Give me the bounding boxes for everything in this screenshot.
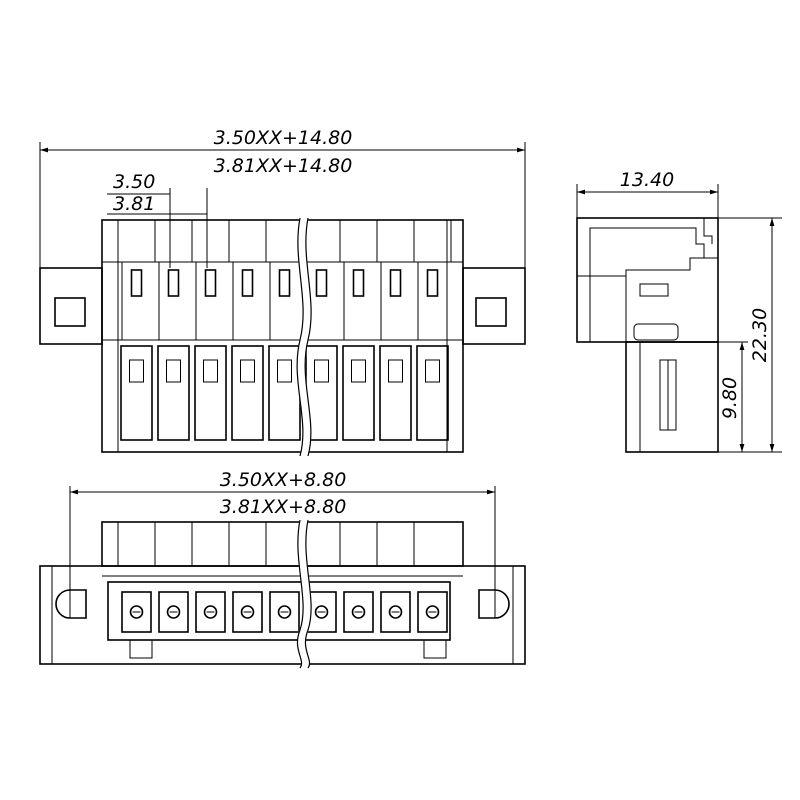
- front-total-label-350: 3.50XX+14.80: [214, 127, 353, 149]
- front-pole-window: [167, 269, 180, 297]
- front-wire-entry: [157, 345, 190, 441]
- front-view: [39, 219, 526, 453]
- front-pole-window: [315, 269, 328, 297]
- front-pole-cells: [117, 220, 452, 441]
- front-wire-entry: [342, 345, 375, 441]
- front-wire-entry: [194, 345, 227, 441]
- bottom-screw: [314, 605, 329, 619]
- bottom-pole-cell: [121, 591, 152, 633]
- pitch-label-350: 3.50: [113, 171, 155, 193]
- bottom-pole-cell: [380, 591, 411, 633]
- bottom-left-hole: [55, 589, 87, 619]
- front-pole-window: [130, 269, 143, 297]
- bottom-pole-cell: [195, 591, 226, 633]
- pitch-label-381: 3.81: [113, 193, 155, 215]
- bottom-pole-cell: [343, 591, 374, 633]
- bottom-dimensions: 3.50XX+8.80 3.81XX+8.80: [69, 469, 496, 604]
- bottom-pole-cell: [158, 591, 189, 633]
- front-pole-window: [389, 269, 402, 297]
- bottom-screw: [129, 605, 144, 619]
- bottom-view: [39, 521, 526, 665]
- bottom-pole-cell: [269, 591, 300, 633]
- bottom-pole-cells: [117, 522, 448, 633]
- bottom-cavity: [107, 581, 451, 641]
- bottom-right-hole: [478, 589, 510, 619]
- front-wire-entry: [416, 345, 449, 441]
- front-right-flange-slot: [475, 297, 507, 327]
- front-left-flange-slot: [54, 297, 86, 327]
- front-pole-window: [204, 269, 217, 297]
- bottom-top-body: [101, 521, 464, 567]
- side-height-label: 22.30: [749, 308, 771, 362]
- front-total-label-381: 3.81XX+14.80: [214, 155, 353, 177]
- front-wire-entry: [379, 345, 412, 441]
- side-lower-label: 9.80: [719, 377, 741, 419]
- front-right-flange: [462, 267, 526, 345]
- side-dimensions: 13.40 22.30 9.80: [576, 169, 782, 453]
- side-view: [576, 217, 719, 453]
- bottom-outer-frame: [39, 565, 526, 665]
- bottom-total-label-350: 3.50XX+8.80: [220, 469, 347, 491]
- front-wire-entry: [120, 345, 153, 441]
- bottom-pole-cell: [232, 591, 263, 633]
- front-body: [101, 219, 464, 453]
- front-pole-window: [426, 269, 439, 297]
- bottom-screw: [425, 605, 440, 619]
- bottom-total-label-381: 3.81XX+8.80: [220, 496, 347, 518]
- side-width-label: 13.40: [620, 169, 674, 191]
- bottom-screw: [166, 605, 181, 619]
- front-pole-window: [241, 269, 254, 297]
- bottom-pole-cell: [417, 591, 448, 633]
- front-wire-entry: [231, 345, 264, 441]
- bottom-screw: [203, 605, 218, 619]
- front-left-flange: [39, 267, 103, 345]
- front-dimensions: 3.50XX+14.80 3.81XX+14.80 3.50 3.81: [39, 127, 526, 268]
- bottom-screw: [351, 605, 366, 619]
- side-upper-body: [576, 217, 719, 343]
- front-pole-window: [352, 269, 365, 297]
- side-lower-body: [625, 341, 719, 453]
- bottom-screw: [388, 605, 403, 619]
- bottom-screw: [240, 605, 255, 619]
- break-lines: [296, 217, 312, 671]
- front-pole-window: [278, 269, 291, 297]
- bottom-screw: [277, 605, 292, 619]
